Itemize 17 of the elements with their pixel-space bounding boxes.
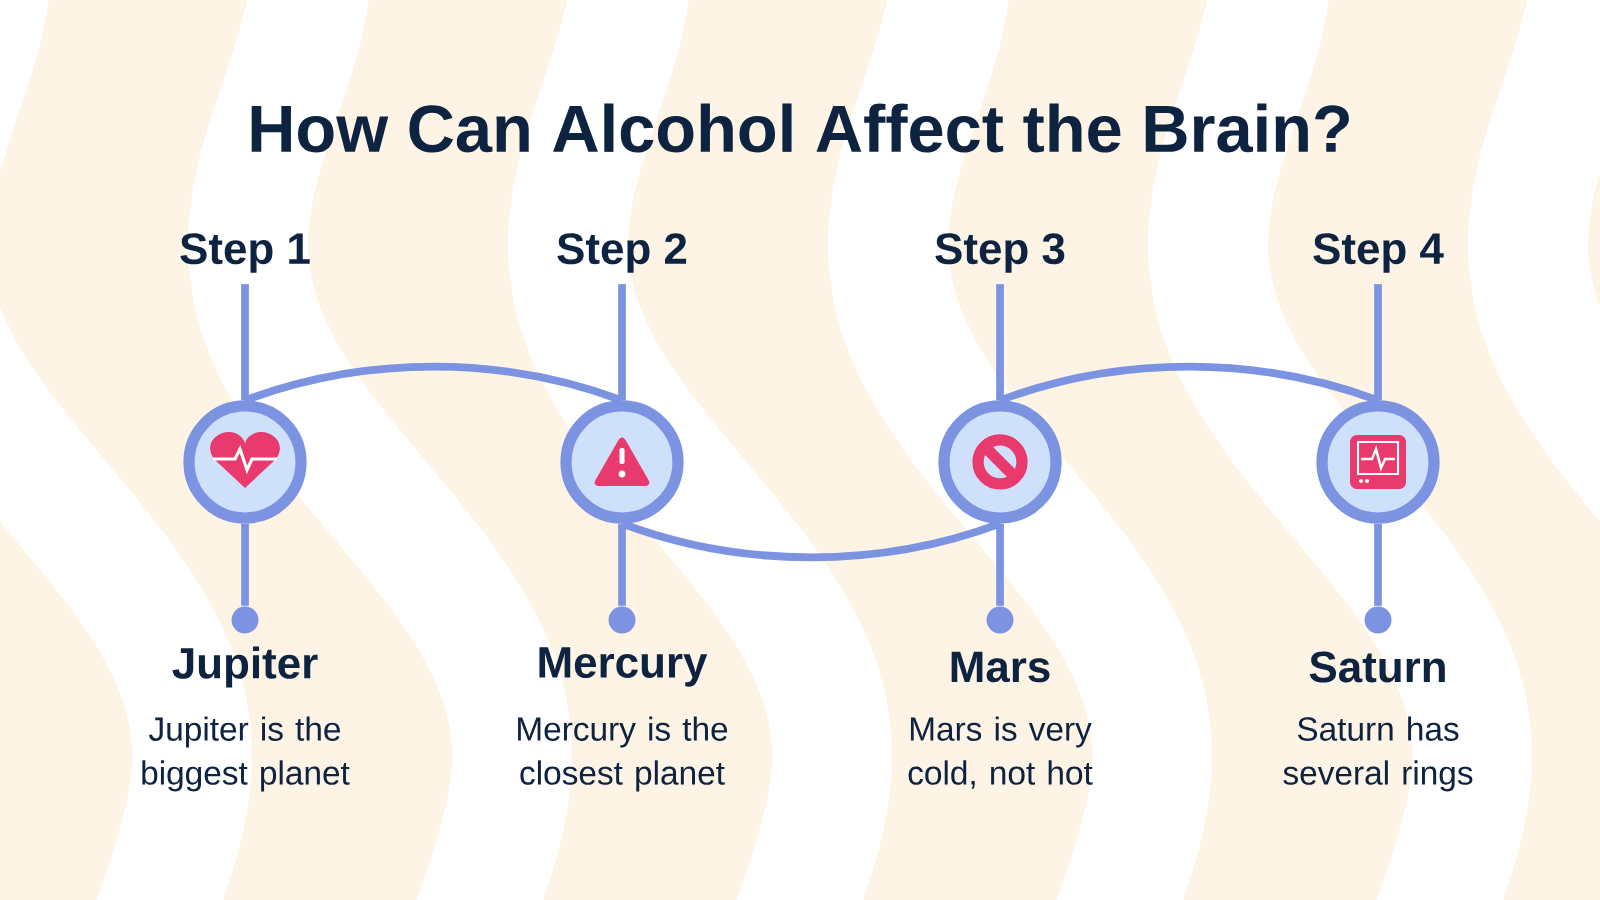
dot [608,606,636,634]
step-label: Step 4 [1313,233,1444,273]
planet-name: Mercury [539,647,708,687]
title: How Can Alcohol Affect the Brain? [251,103,1349,153]
step-label: Step 3 [935,233,1065,273]
description: Mercury is the closest planet [518,716,728,792]
step-label: Step 2 [557,233,687,273]
dot [231,606,259,634]
dot [986,606,1014,634]
description: Saturn has several rings [1283,716,1473,792]
step-label: Step 1 [180,233,310,273]
planet-name: Jupiter [172,646,318,688]
planet-name: Mars [951,651,1050,683]
description: Jupiter is the biggest planet [142,716,350,792]
planet-name: Saturn [1309,651,1445,683]
description: Mars is very cold, not hot [908,716,1093,789]
dot [1364,606,1392,634]
